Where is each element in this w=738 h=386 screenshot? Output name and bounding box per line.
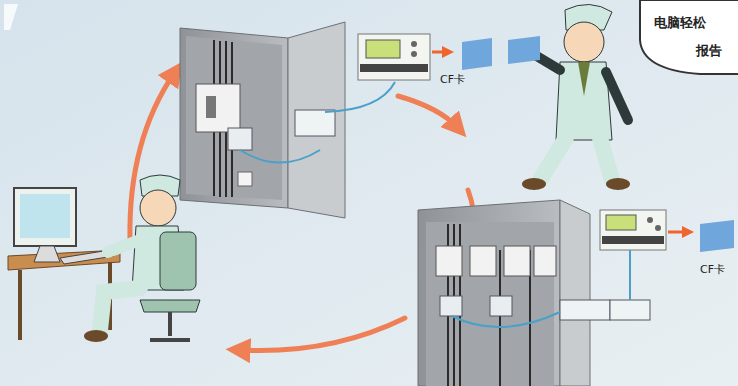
card-label: CF卡 [440, 72, 465, 87]
worker-at-computer [8, 175, 200, 342]
cabinet [418, 200, 650, 386]
worker-walking [508, 4, 630, 190]
cabinet [180, 22, 345, 218]
speech-bubble [640, 0, 738, 74]
speech-text: 电脑轻松 [654, 14, 706, 32]
data-logger [600, 210, 734, 300]
data-logger [325, 34, 492, 112]
card-label: CF卡 [700, 262, 725, 277]
speech-text: 报告 [696, 42, 722, 60]
cf-card [700, 220, 734, 252]
cf-card [462, 38, 492, 70]
corner-mark [4, 4, 18, 30]
